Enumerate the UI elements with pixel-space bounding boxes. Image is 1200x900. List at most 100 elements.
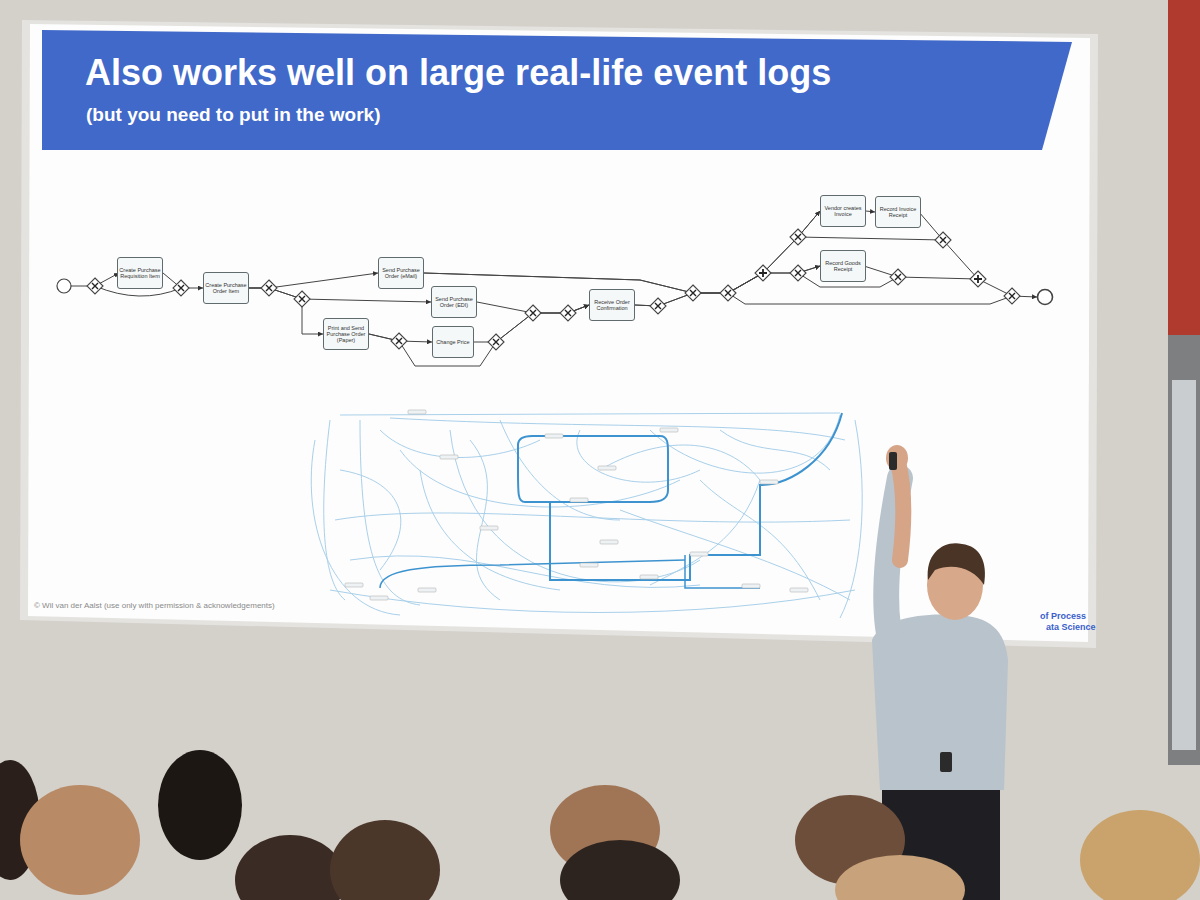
presenter-clicker [889,452,897,470]
tiny-activity [440,455,458,459]
sequence-flow [474,305,589,342]
activity-label: Change Price [436,339,469,345]
gateway-marker [895,274,901,280]
exclusive-gateway [720,285,736,301]
tiny-activity [790,588,808,592]
gateway-marker [178,285,184,291]
spaghetti-activities [345,410,808,600]
start-event [57,279,71,293]
title-bar [42,30,1072,150]
gateway-marker [655,303,661,309]
exclusive-gateway [1004,288,1020,304]
audience-head [835,855,965,900]
activity-box: Send Purchase Order (eMail) [378,257,424,289]
exclusive-gateway [790,265,806,281]
tiny-activity [345,583,363,587]
gateway-marker [1009,293,1015,299]
gateway-marker [396,338,402,344]
exclusive-gateway [488,334,504,350]
gateway-marker [974,275,982,283]
slide-title: Also works well on large real-life event… [85,52,831,94]
spaghetti-line [840,420,862,618]
sequence-flow-wire [728,293,1012,304]
spaghetti-line [577,430,700,482]
activity-box: Record Goods Receipt [820,250,866,282]
activity-box: Vendor creates Invoice [820,195,866,227]
spaghetti-line [330,590,855,613]
sequence-flow-wire [864,266,978,279]
exclusive-gateway [294,291,310,307]
tiny-activity [640,575,658,579]
activity-box: Record Invoice Receipt [875,196,921,228]
audience [0,750,1200,900]
tiny-activity [418,588,436,592]
spaghetti-main-paths [380,413,842,588]
gateway-marker [795,234,801,240]
activity-label: Record Goods Receipt [821,260,865,273]
spaghetti-line [360,420,420,605]
tiny-activity [480,526,498,530]
spaghetti-line [400,450,680,507]
spaghetti-line [311,440,400,615]
exclusive-gateway [790,229,806,245]
audience-head [330,820,440,900]
gateway-marker [940,237,946,243]
sequence-flow [635,211,820,306]
logo-text: ata Science [1046,622,1096,632]
spaghetti-line [685,555,760,588]
copyright-note: © Wil van der Aalst (use only with permi… [34,601,275,610]
activity-label: Print and Send Purchase Order (Paper) [324,325,368,344]
parallel-gateway [970,271,986,287]
parallel-gateway [755,265,771,281]
slide [28,24,1090,642]
spaghetti-line [350,556,700,588]
presenter-hand [886,445,908,471]
tiny-activity [598,466,616,470]
sequence-flow [424,211,820,293]
audience-head [158,750,242,860]
gateway-marker [725,290,731,296]
exclusive-gateway [391,333,407,349]
end-event [1038,290,1053,305]
exclusive-gateway [685,285,701,301]
audience-head [235,835,345,900]
gateway-marker [690,290,696,296]
presenter-hair [928,543,985,585]
spaghetti-loop [518,436,668,502]
activity-box: Create Purchase Requisition Item [117,257,163,289]
tiny-activity [545,434,563,438]
tiny-activity [580,563,598,567]
sequence-flow [635,266,820,306]
tiny-activity [742,584,760,588]
tiny-activity [370,596,388,600]
spaghetti-line [550,413,842,580]
tiny-activity [660,428,678,432]
spaghetti-model [311,413,862,618]
presenter-forearm [898,462,904,560]
activity-label: Vendor creates Invoice [821,205,865,218]
projection-screen [20,20,1098,648]
sequence-flow [369,305,589,366]
exclusive-gateway [560,305,576,321]
activity-label: Record Invoice Receipt [876,206,920,219]
tiny-activity [570,498,588,502]
slide-subtitle: (but you need to put in the work) [86,104,380,126]
audience-head [560,840,680,900]
spaghetti-line [420,470,560,590]
exclusive-gateway [935,232,951,248]
activity-label: Create Purchase Order Item [204,282,248,295]
gateway-group [87,229,1020,350]
spaghetti-line [450,430,700,582]
red-wall [1168,0,1200,335]
gateway-marker [266,285,272,291]
gateway-marker [92,283,98,289]
spaghetti-line [335,513,850,522]
exclusive-gateway [173,280,189,296]
gateway-marker [299,296,305,302]
spaghetti-line [380,560,685,588]
spaghetti-line [600,445,760,480]
